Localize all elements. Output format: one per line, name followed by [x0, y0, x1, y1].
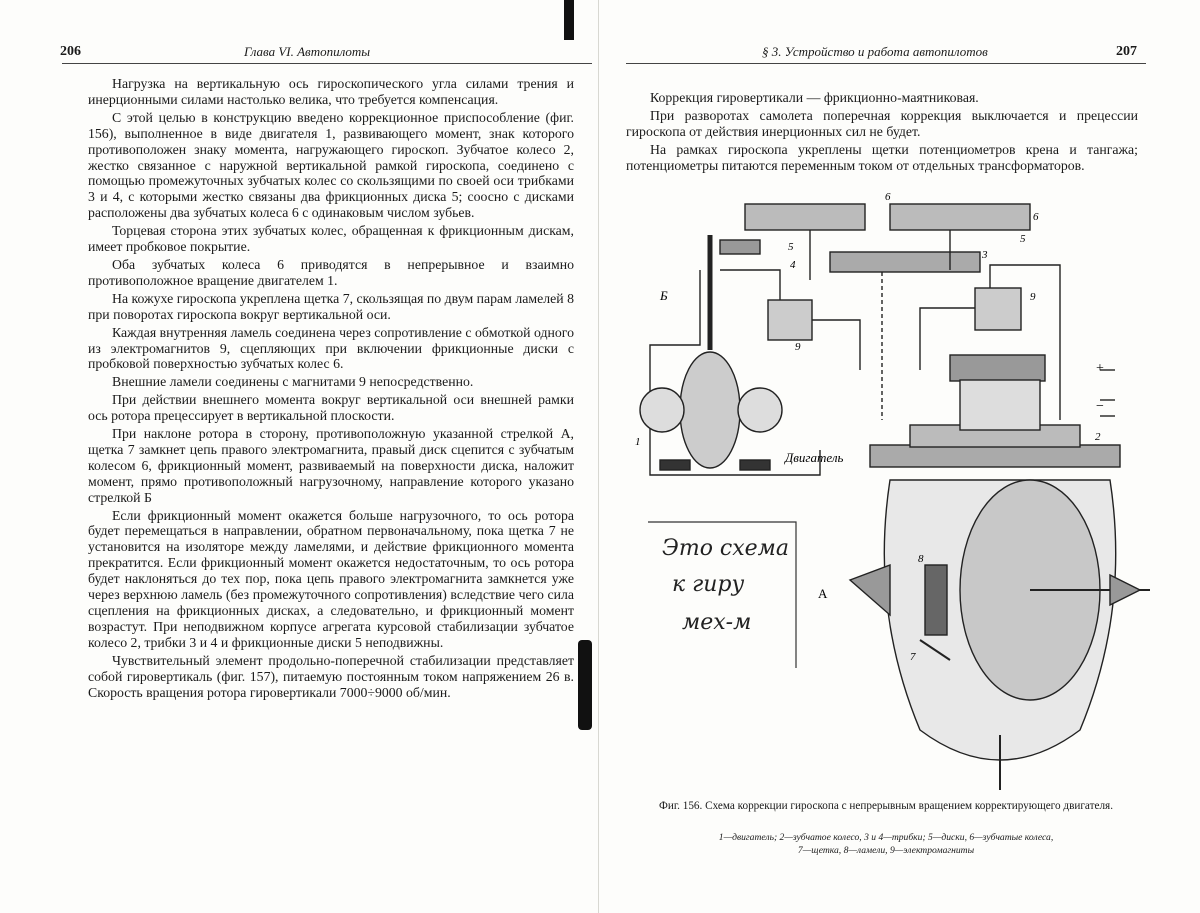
- figure-caption: Фиг. 156. Схема коррекции гироскопа с не…: [659, 800, 1113, 812]
- label-3: 3: [981, 249, 988, 261]
- label-6a: 6: [885, 191, 891, 203]
- gear-center: [829, 251, 981, 273]
- page-number-left: 206: [60, 44, 81, 59]
- label-plus: +: [1096, 361, 1104, 376]
- label-a: А: [818, 586, 828, 601]
- pinion-4: [719, 239, 761, 255]
- label-2: 2: [1095, 431, 1101, 443]
- label-9a: 9: [795, 341, 801, 353]
- scan-shadow: [578, 640, 592, 730]
- gear-6-right: [889, 203, 1031, 231]
- label-b: Б: [659, 288, 668, 303]
- handwritten-note-box: [648, 521, 797, 668]
- gear-2: [869, 444, 1121, 468]
- handwritten-note-line: мех-м: [682, 610, 752, 635]
- right-page: § 3. Устройство и работа автопилотов 207…: [564, 0, 1200, 913]
- figure-legend-line-1: 1—двигатель; 2—зубчатое колесо, 3 и 4—тр…: [718, 832, 1054, 843]
- paragraph: На рамках гироскопа укреплены щетки поте…: [626, 141, 1138, 173]
- handwritten-note-line: к гиру: [672, 572, 745, 597]
- label-minus: −: [1096, 399, 1104, 414]
- scan-artifact: [564, 0, 574, 40]
- paragraph: При разворотах самолета поперечная корре…: [626, 107, 1138, 139]
- running-header-right: § 3. Устройство и работа автопилотов: [762, 44, 988, 59]
- motor-1: [679, 351, 741, 469]
- paragraph: Чувствительный элемент продольно-попереч…: [88, 652, 574, 700]
- label-5b: 5: [1020, 233, 1026, 245]
- page-number-right: 207: [1116, 44, 1137, 59]
- label-6b: 6: [1033, 211, 1039, 223]
- left-body-text: Нагрузка на вертикальную ось гироскопиче…: [88, 76, 574, 702]
- handwritten-note-line: Это схема: [662, 536, 790, 561]
- label-8: 8: [918, 553, 924, 565]
- book-spine: [598, 0, 599, 913]
- label-motor: Двигатель: [783, 450, 843, 465]
- label-5a: 5: [788, 241, 794, 253]
- paragraph: На кожухе гироскопа укреплена щетка 7, с…: [88, 290, 574, 322]
- label-4: 4: [790, 259, 796, 271]
- paragraph: Оба зубчатых колеса 6 приводятся в непре…: [88, 256, 574, 288]
- paragraph: Нагрузка на вертикальную ось гироскопиче…: [88, 76, 574, 107]
- electromagnet-9-right: [974, 287, 1022, 331]
- label-9b: 9: [1030, 291, 1036, 303]
- gyroscope-correction-figure: Б А Двигатель + − 1 2 3 4 5 5 6 6 7 8 9 …: [635, 191, 1150, 790]
- label-1: 1: [635, 436, 641, 448]
- paragraph: Если фрикционный момент окажется больше …: [88, 507, 574, 650]
- paragraph: Коррекция гировертикали — фрикционно-мая…: [650, 90, 979, 105]
- paragraph: Торцевая сторона этих зубчатых колес, об…: [88, 223, 574, 255]
- header-rule-left: [62, 63, 592, 64]
- electromagnet-9-left: [767, 299, 813, 341]
- paragraph: При наклоне ротора в сторону, противопол…: [88, 426, 574, 505]
- lamels-8: [924, 564, 948, 636]
- left-page: 206 Глава VI. Автопилоты Нагрузка на вер…: [60, 44, 592, 730]
- paragraph: Внешние ламели соединены с магнитами 9 н…: [112, 374, 474, 390]
- running-header-left: Глава VI. Автопилоты: [244, 44, 371, 59]
- paragraph: С этой целью в конструкцию введено корре…: [88, 109, 574, 221]
- right-body-text: Коррекция гировертикали — фрикционно-мая…: [626, 90, 1138, 176]
- gear-6-left: [744, 203, 866, 231]
- paragraph: При действии внешнего момента вокруг вер…: [88, 392, 574, 424]
- figure-legend-line-2: 7—щетка, 8—ламели, 9—электромагниты: [797, 845, 975, 856]
- header-rule-right: [626, 63, 1146, 64]
- label-7: 7: [910, 651, 916, 663]
- paragraph: Каждая внутренняя ламель соединена через…: [88, 324, 574, 372]
